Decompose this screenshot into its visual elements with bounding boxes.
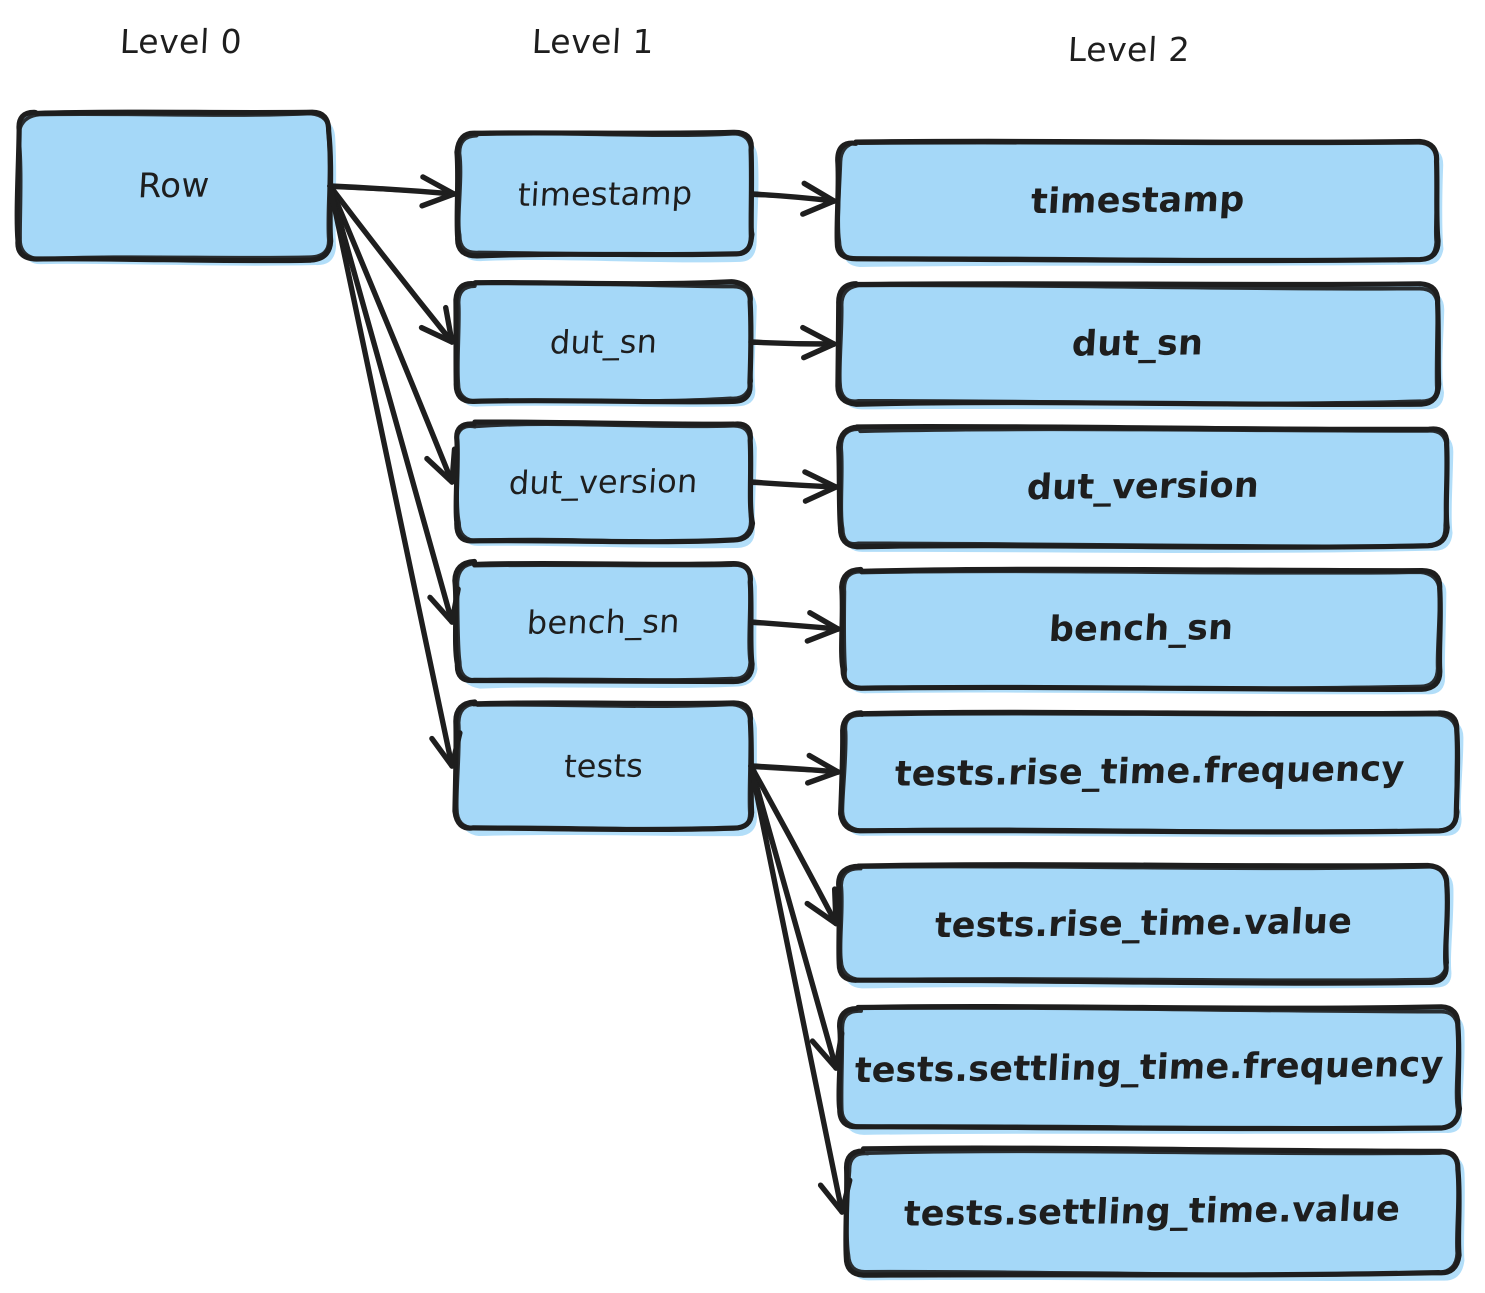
column-header-level-1: Level 1 — [530, 22, 656, 61]
node-l1-bench_sn[interactable]: bench_sn — [456, 563, 751, 681]
node-l2-dut_version[interactable]: dut_version — [840, 428, 1447, 546]
node-label: tests.settling_time.value — [902, 1189, 1402, 1235]
node-l2-dut_sn[interactable]: dut_sn — [838, 285, 1438, 403]
node-l2-bench_sn[interactable]: bench_sn — [842, 570, 1440, 688]
node-label: timestamp — [516, 174, 694, 214]
node-l1-dut_version[interactable]: dut_version — [456, 423, 751, 541]
node-label: dut_sn — [548, 322, 659, 362]
node-l2-rise_freq[interactable]: tests.rise_time.frequency — [842, 713, 1457, 831]
node-label: tests.rise_time.frequency — [893, 749, 1406, 795]
node-label: Row — [137, 165, 211, 207]
node-label: dut_version — [1026, 465, 1261, 509]
node-label: timestamp — [1029, 179, 1246, 223]
node-row[interactable]: Row — [18, 113, 330, 259]
node-label: tests.settling_time.frequency — [853, 1044, 1445, 1092]
node-l2-settling_freq[interactable]: tests.settling_time.frequency — [840, 1008, 1458, 1128]
node-l2-rise_value[interactable]: tests.rise_time.value — [840, 866, 1447, 981]
node-label: dut_version — [508, 462, 699, 502]
node-l1-dut_sn[interactable]: dut_sn — [456, 283, 751, 401]
node-label: bench_sn — [525, 602, 682, 642]
node-l1-timestamp[interactable]: timestamp — [458, 133, 752, 255]
node-label: bench_sn — [1047, 608, 1235, 650]
node-label: tests — [562, 746, 645, 786]
node-l2-settling_value[interactable]: tests.settling_time.value — [846, 1150, 1458, 1274]
column-header-level-2: Level 2 — [1066, 30, 1192, 69]
node-label: dut_sn — [1071, 323, 1205, 365]
node-label: tests.rise_time.value — [933, 901, 1354, 946]
node-l2-timestamp[interactable]: timestamp — [838, 142, 1437, 260]
node-l1-tests[interactable]: tests — [456, 703, 751, 829]
column-header-level-0: Level 0 — [118, 22, 244, 61]
